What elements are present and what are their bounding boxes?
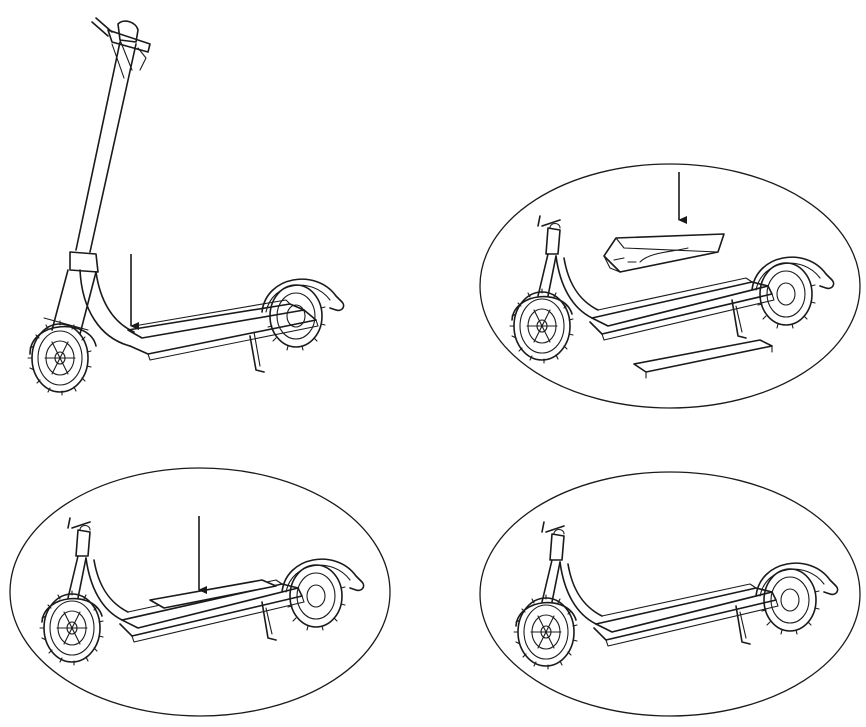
panel-3-deck-cover <box>149 579 277 609</box>
panel-3-cover-placed <box>9 467 391 717</box>
panel-4-finished <box>479 471 861 717</box>
panel-2-oval-frame <box>479 163 861 409</box>
panel-3-oval-frame <box>9 467 391 717</box>
panel-4-oval-frame <box>479 471 861 717</box>
panel-1-full-scooter <box>27 17 345 396</box>
battery-pack <box>603 233 725 273</box>
panel-2-battery-removed <box>479 163 861 409</box>
deck-cover-plate <box>633 339 773 379</box>
